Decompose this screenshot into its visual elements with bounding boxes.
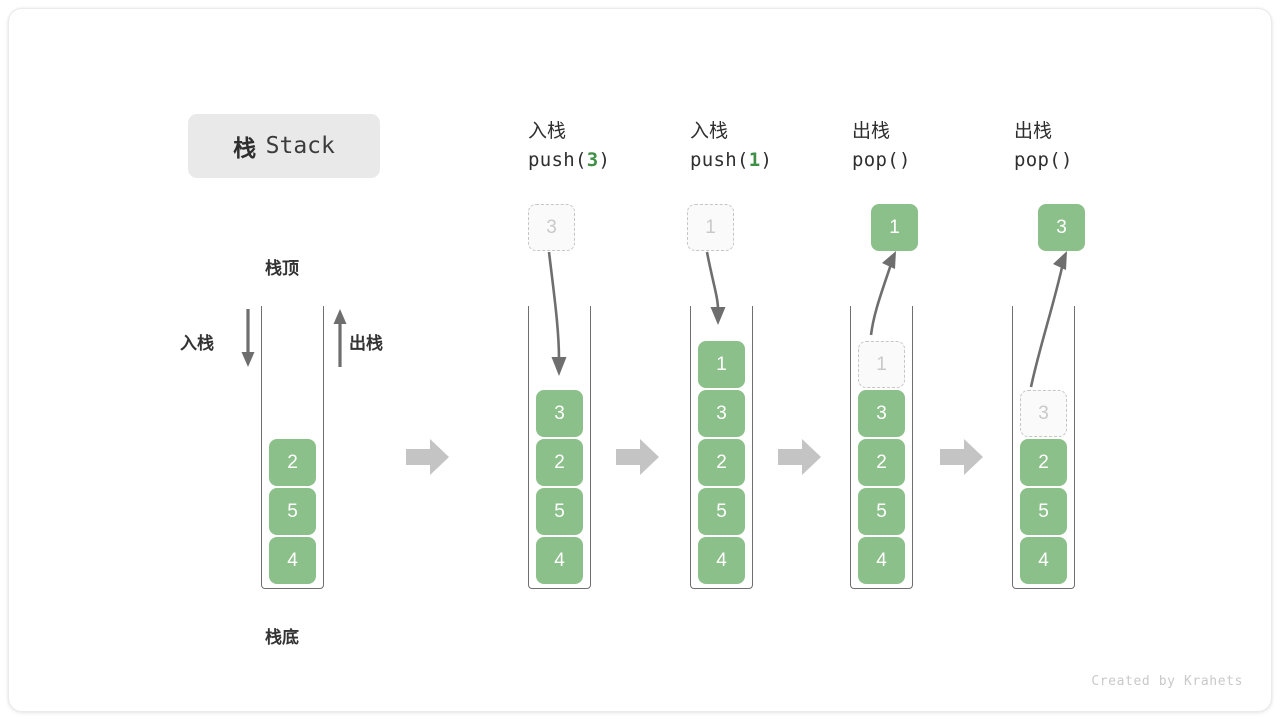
pop-1-flow-arrow-icon — [869, 251, 896, 336]
push-3-flow-arrow-icon — [547, 251, 567, 376]
stack-cell: 4 — [698, 537, 745, 584]
op-code-pop-1: pop() — [852, 149, 911, 172]
op-code-push-1: push(1) — [690, 149, 773, 172]
floating-cell-push-1: 1 — [687, 204, 734, 251]
stack-cell: 4 — [536, 537, 583, 584]
title-badge: 栈 Stack — [188, 114, 380, 178]
step-arrow-icon-4 — [940, 439, 983, 475]
stack-cell: 2 — [858, 439, 905, 486]
stack-cell: 2 — [536, 439, 583, 486]
op-code-push-3: push(3) — [528, 149, 611, 172]
stack-cell: 1 — [698, 341, 745, 388]
push-1-flow-arrow-icon — [705, 251, 726, 325]
stack-cell: 5 — [698, 488, 745, 535]
op-label-pop-3: 出栈 pop() — [1014, 117, 1073, 176]
stack-cell: 2 — [1020, 439, 1067, 486]
floating-cell-pop-1: 1 — [871, 204, 918, 251]
op-cn-pop-1: 出栈 — [852, 121, 891, 142]
stack-cell: 4 — [1020, 537, 1067, 584]
stack-cell: 3 — [698, 390, 745, 437]
label-pop-side: 出栈 — [349, 334, 383, 353]
stack-cell: 3 — [536, 390, 583, 437]
stack-cell: 5 — [1020, 488, 1067, 535]
op-cn-push-1: 入栈 — [690, 121, 729, 142]
step-arrow-icon-2 — [616, 439, 659, 475]
stack-cell: 5 — [858, 488, 905, 535]
push-direction-arrow-icon — [241, 309, 255, 367]
pop-3-flow-arrow-icon — [1029, 251, 1067, 388]
stack-cell: 3 — [858, 390, 905, 437]
stack-cell: 5 — [269, 488, 316, 535]
op-label-push-3: 入栈 push(3) — [528, 117, 610, 176]
floating-cell-push-3: 3 — [528, 204, 575, 251]
stack-cell: 4 — [269, 537, 316, 584]
stack-cell: 4 — [858, 537, 905, 584]
step-arrow-icon-3 — [778, 439, 821, 475]
label-push-side: 入栈 — [180, 334, 214, 353]
op-cn-push-3: 入栈 — [528, 121, 567, 142]
step-arrow-icon-1 — [406, 439, 449, 475]
stack-cell: 2 — [698, 439, 745, 486]
title-en: Stack — [265, 133, 335, 159]
title-cn: 栈 — [233, 135, 257, 161]
op-cn-pop-3: 出栈 — [1014, 121, 1053, 142]
stack-cell: 1 — [858, 341, 905, 388]
label-stack-bottom: 栈底 — [265, 628, 299, 647]
stack-cell: 2 — [269, 439, 316, 486]
floating-cell-pop-3: 3 — [1038, 204, 1085, 251]
op-label-push-1: 入栈 push(1) — [690, 117, 772, 176]
pop-direction-arrow-icon — [333, 309, 347, 367]
label-stack-top: 栈顶 — [265, 259, 299, 278]
stack-cell: 3 — [1020, 390, 1067, 437]
credit-text: Created by Krahets — [1091, 674, 1243, 689]
stack-cell: 5 — [536, 488, 583, 535]
op-label-pop-1: 出栈 pop() — [852, 117, 911, 176]
op-code-pop-3: pop() — [1014, 149, 1073, 172]
